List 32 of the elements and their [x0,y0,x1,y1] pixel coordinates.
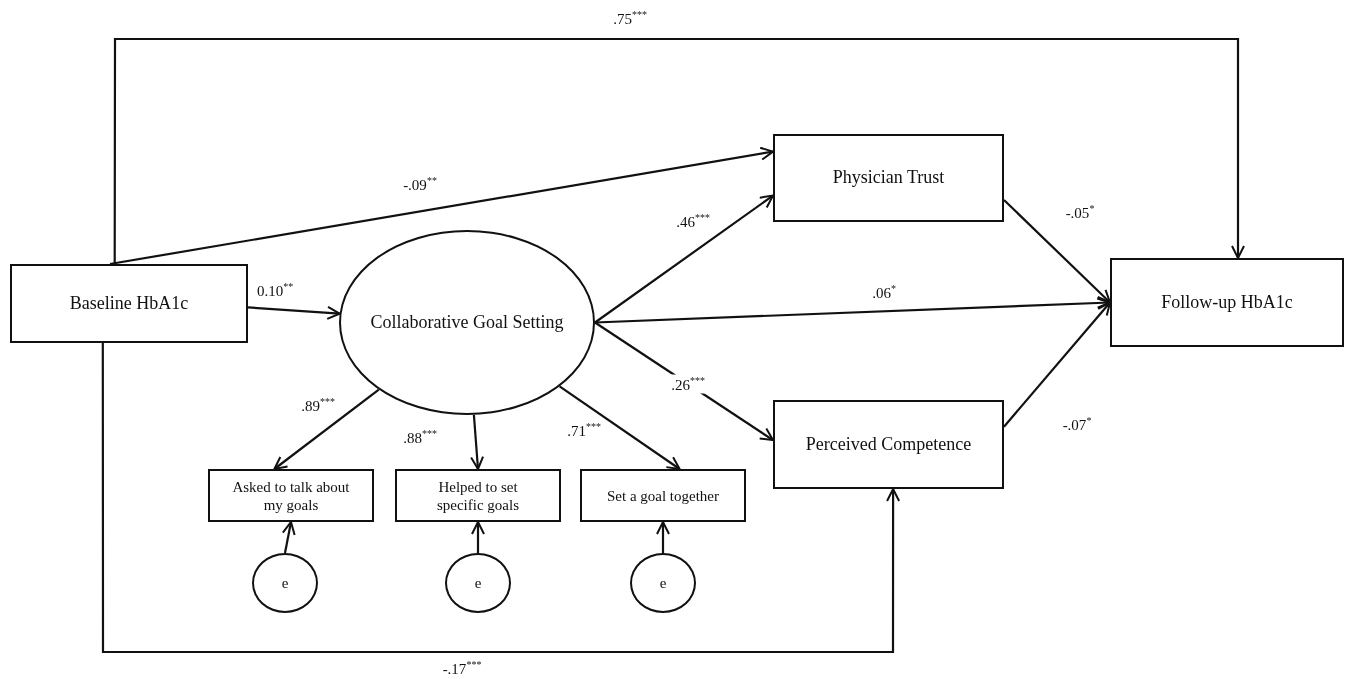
arrow [594,194,774,324]
arrow [101,343,901,654]
node-label: e [281,574,289,592]
arrow [247,305,341,320]
node-label: e [474,574,482,592]
node-label: e [659,574,667,592]
variable-box [10,264,248,343]
node-label: Follow-up HbA1c [1161,291,1293,314]
node-label: Helped to set specific goals [435,477,521,514]
arrow [1003,199,1111,304]
node-label: Collaborative Goal Setting [370,311,564,334]
arrow [281,521,296,554]
variable-box [773,400,1004,489]
arrow [656,521,670,553]
node-label: Physician Trust [832,167,945,189]
arrow [558,385,681,470]
edge-label: .26$^{***}$ [669,374,707,394]
arrow [109,146,774,266]
variable-box [580,469,746,522]
node-label: Perceived Competence [805,433,972,456]
node-label: Set a goal together [606,486,719,505]
arrow [470,414,485,470]
variable-box [208,469,374,522]
node-label: Baseline HbA1c [69,292,189,315]
arrow [113,37,1245,264]
variable-box [395,469,561,522]
arrow [1003,301,1111,428]
arrow [471,521,485,553]
variable-box [1110,258,1344,347]
variable-box [773,134,1004,222]
node-label: Asked to talk about my goals [231,477,351,514]
arrow [273,388,380,470]
